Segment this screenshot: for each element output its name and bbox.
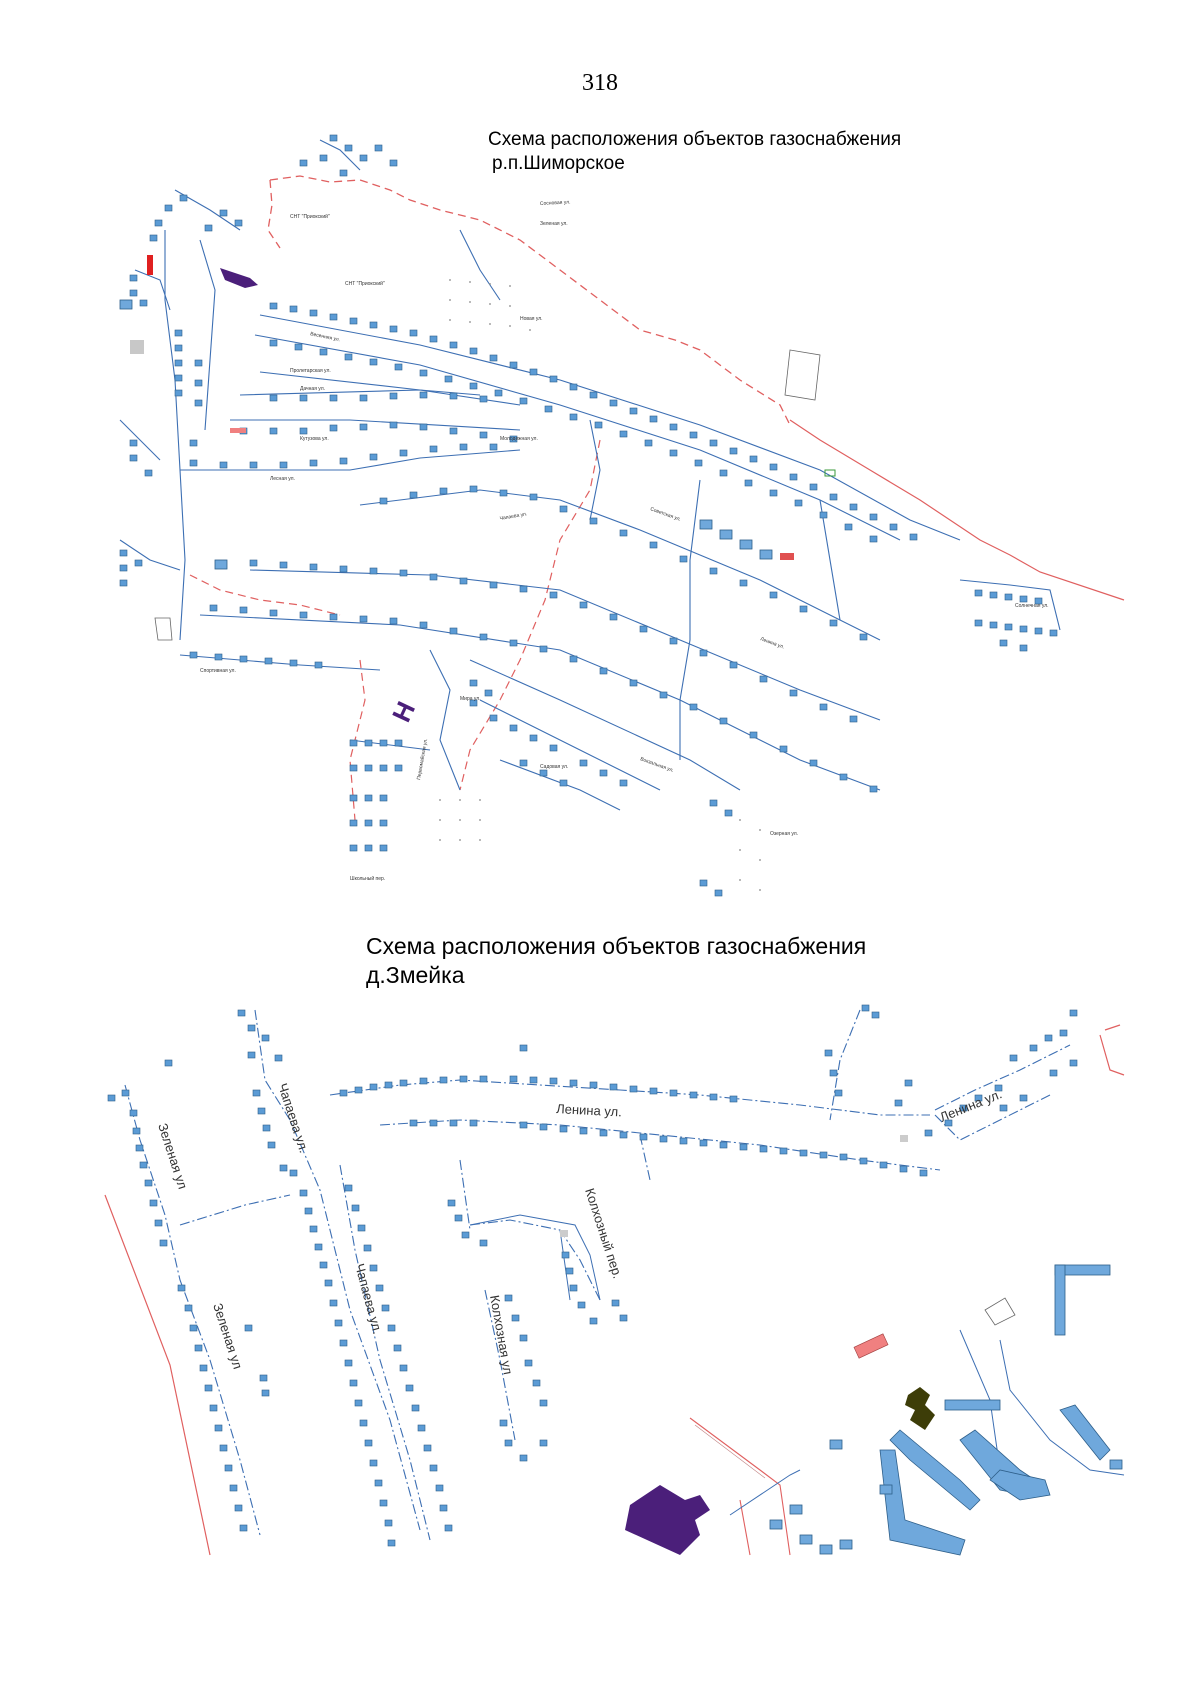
gas-pipelines (119, 139, 1061, 811)
red-small-building (780, 553, 794, 560)
settlement-boundary-solid (789, 419, 1125, 601)
street-label: Сосновая ул. (540, 199, 571, 207)
street-labels: Зеленая ул Зеленая ул Чапаева ул. Чапаев… (155, 1081, 1004, 1375)
street-label: Первомайская ул. (415, 738, 429, 781)
map-title-line-2: р.п.Шиморское (492, 153, 625, 174)
street-label: Зеленая ул. (540, 221, 568, 227)
pink-building (853, 1333, 889, 1359)
street-label: Садовая ул. (540, 764, 568, 770)
street-label: Молодежная ул. (500, 436, 538, 442)
outline-parcel (784, 349, 821, 401)
map-title-line-1: Схема расположения объектов газоснабжени… (488, 129, 902, 150)
street-label: Зеленая ул (155, 1121, 190, 1191)
map-title-shimorskoe: Схема расположения объектов газоснабжени… (488, 128, 901, 176)
map-title-zmeika: Схема расположения объектов газоснабжени… (366, 932, 866, 990)
street-label: Школьный пер. (350, 875, 385, 882)
street-label: Ленина ул. (556, 1101, 622, 1119)
map-title-line-1: Схема расположения объектов газоснабжени… (366, 933, 867, 959)
gas-station-marker: Н (386, 697, 421, 727)
street-label: Мира ул. (460, 696, 481, 702)
outline-building (984, 1297, 1016, 1326)
page-number: 318 (582, 70, 618, 96)
street-label: Вокзальная ул. (639, 756, 674, 774)
settlement-boundary (104, 1194, 211, 1556)
map-zmeika: Зеленая ул Зеленая ул Чапаева ул. Чапаев… (104, 1004, 1125, 1556)
street-label: Спортивная ул. (200, 668, 236, 674)
grey-object (130, 340, 144, 354)
street-label: Дачная ул. (300, 386, 325, 392)
street-label: Чапаева ул. (499, 511, 527, 522)
dark-olive-building (905, 1387, 935, 1430)
red-marker (147, 255, 153, 275)
street-label: Колхозная ул (487, 1294, 516, 1376)
street-label: Весенняя ул. (310, 331, 341, 343)
street-labels: Сосновая ул. Зеленая ул. Новая ул. Весен… (200, 199, 1049, 882)
street-label: Советская ул. (649, 506, 681, 523)
street-label: Кутузова ул. (300, 436, 329, 442)
street-label: СНТ "Приокский" (345, 280, 385, 287)
settlement-boundary (269, 175, 791, 426)
street-label: Ленина ул. (759, 636, 785, 650)
street-label: Колхозный пер. (582, 1186, 625, 1280)
green-object (824, 469, 836, 477)
outline-parcel-2 (154, 617, 173, 641)
grey-object-2 (560, 1230, 568, 1237)
street-label: Чапаева ул. (352, 1262, 385, 1336)
street-label: Пролетарская ул. (290, 368, 331, 374)
purple-building (220, 268, 258, 288)
street-label: Лесная ул. (270, 476, 295, 482)
street-label: Новая ул. (520, 316, 543, 322)
map-shimorskoe: Н Сосновая ул. Зеленая ул. Новая ул. Вес… (119, 134, 1125, 897)
grey-object (900, 1135, 908, 1142)
street-label: СНТ "Приокский" (290, 213, 330, 220)
purple-building (625, 1485, 710, 1555)
pink-building (230, 428, 246, 433)
buildings (119, 134, 1058, 897)
map-title-line-2: д.Змейка (366, 962, 465, 988)
gas-pipelines-solid (469, 1214, 1125, 1516)
buildings (107, 1004, 1123, 1556)
garden-plots (439, 279, 761, 891)
street-label: Зеленая ул (210, 1301, 245, 1371)
street-label: Солнечная ул. (1015, 603, 1049, 609)
street-label: Озерная ул. (770, 831, 798, 837)
street-label: Чапаева ул. (275, 1081, 312, 1155)
